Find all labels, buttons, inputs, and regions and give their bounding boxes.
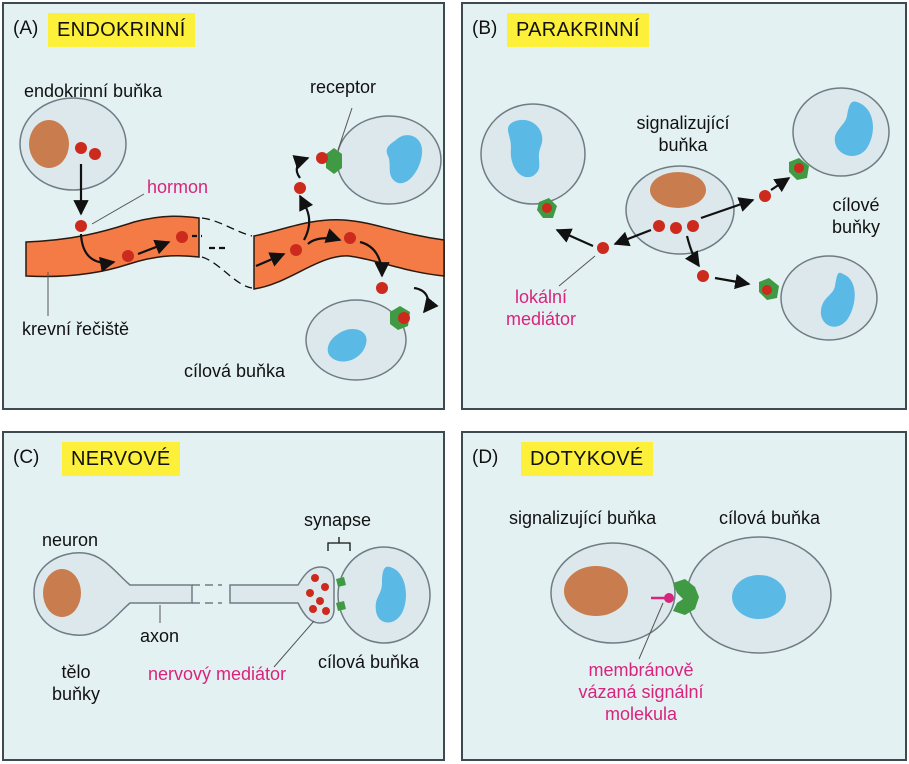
receptor-icon [336, 601, 346, 611]
membrane-molecule-label: membránově vázaná signální molekula [578, 660, 704, 724]
neuronal-diagram [33, 537, 431, 668]
endocrine-diagram [19, 97, 445, 381]
signaling-cell-label: signalizující buňka [636, 113, 730, 155]
hormone-label: hormon [147, 177, 209, 197]
target-cell [336, 115, 442, 205]
hormone-dot [75, 142, 87, 154]
panel-title: DOTYKOVÉ [521, 442, 653, 476]
hormone-dot [294, 182, 306, 194]
hormone-dot [290, 244, 302, 256]
mediator-dot [670, 222, 682, 234]
mediator-dot [653, 220, 665, 232]
panel-contact: (D) DOTYKOVÉ signalizující buňka cílová … [461, 431, 907, 761]
panel-neuronal: (C) NERVOVÉ neuron synapse axon tělo buň… [2, 431, 445, 761]
bloodstream-label: krevní řečiště [22, 319, 130, 339]
contact-diagram [550, 536, 832, 660]
panel-paracrine: (B) PARAKRINNÍ signalizující buňka cílov… [461, 2, 907, 410]
target-cell-nucleus [327, 329, 367, 362]
target-cell-nucleus [386, 135, 423, 184]
hormone-dot [376, 282, 388, 294]
panel-letter: (A) [13, 18, 39, 39]
panel-title: ENDOKRINNÍ [48, 13, 195, 47]
panel-endocrine: (A) ENDOKRINNÍ endokrinní buňka hormon r… [2, 2, 445, 410]
mediator-dot [697, 270, 709, 282]
mediator-dot [794, 163, 804, 173]
membrane-bound-molecule [664, 593, 674, 603]
hormone-dot [398, 312, 410, 324]
mediator-dot [597, 242, 609, 254]
blood-vessel [25, 215, 200, 278]
hormone-dot [75, 220, 87, 232]
receptor-icon [673, 579, 699, 615]
receptor-label: receptor [310, 77, 377, 97]
target-cells-label: cílové buňky [831, 195, 881, 237]
target-cell-nucleus [834, 101, 873, 156]
mediator-dot [687, 220, 699, 232]
target-cell-label: cílová buňka [719, 508, 821, 528]
neuron [33, 552, 193, 636]
panel-letter: (D) [472, 447, 499, 468]
target-cell-label: cílová buňka [184, 361, 286, 381]
panel-letter: (B) [472, 18, 498, 39]
signaling-cell-label: signalizující buňka [509, 508, 657, 528]
signaling-cell-nucleus [564, 566, 628, 616]
axon-label: axon [140, 626, 180, 646]
mediator-dot [762, 285, 772, 295]
mediator-dot [542, 203, 552, 213]
panel-title: PARAKRINNÍ [507, 13, 649, 47]
endocrine-cell-nucleus [29, 120, 69, 168]
hormone-dot [176, 231, 188, 243]
target-cell-nucleus [732, 575, 786, 619]
neuron-nucleus [43, 569, 81, 617]
neuron-label: neuron [42, 530, 99, 550]
hormone-dot [122, 250, 134, 262]
panel-title: NERVOVÉ [62, 442, 180, 476]
receptor-icon [336, 577, 346, 587]
local-mediator-label: lokální mediátor [505, 287, 577, 329]
target-cell-nucleus [507, 119, 543, 178]
axon [229, 566, 335, 624]
cell-body-label: tělo buňky [51, 662, 101, 704]
hormone-dot [316, 152, 328, 164]
blood-vessel [253, 219, 445, 290]
endocrine-cell-label: endokrinní buňka [24, 81, 163, 101]
mediator-dot [322, 607, 330, 615]
paracrine-diagram [480, 87, 890, 341]
mediator-dot [311, 574, 319, 582]
hormone-dot [89, 148, 101, 160]
mediator-dot [321, 583, 329, 591]
mediator-dot [759, 190, 771, 202]
target-cell-label: cílová buňka [318, 652, 420, 672]
neurotransmitter-label: nervový mediátor [148, 664, 287, 684]
mediator-dot [316, 597, 324, 605]
target-cell-nucleus [375, 566, 406, 623]
hormone-dot [344, 232, 356, 244]
receptor-icon [326, 148, 342, 174]
signaling-cell-nucleus [650, 172, 706, 208]
synapse-bracket [327, 537, 351, 551]
target-cell-nucleus [820, 272, 855, 327]
mediator-dot [309, 605, 317, 613]
synapse-label: synapse [304, 510, 372, 530]
panel-letter: (C) [13, 447, 40, 468]
mediator-dot [306, 589, 314, 597]
